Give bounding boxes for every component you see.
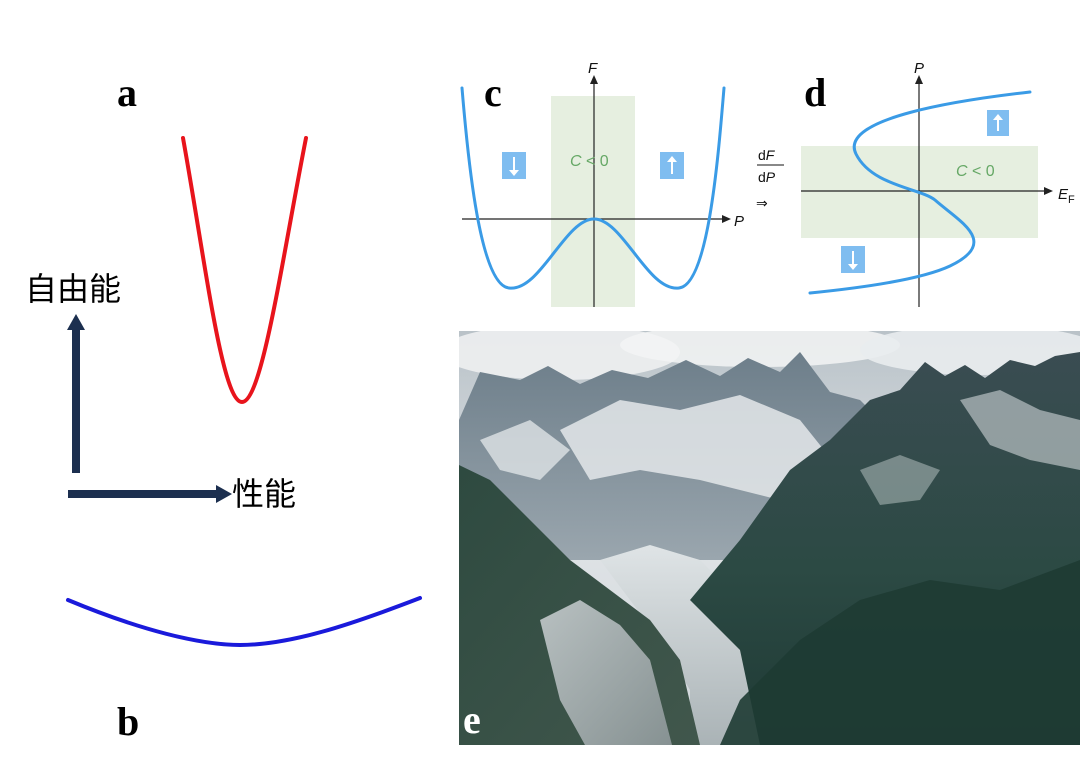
c-up-arrow-box <box>660 152 684 179</box>
implies-arrow-icon: ⇒ <box>756 195 768 211</box>
panel-label-c: c <box>484 70 502 115</box>
panel-label-e: e <box>463 697 481 742</box>
y-axis-label-free-energy: 自由能 <box>25 270 121 308</box>
c-y-arrowhead-icon <box>590 75 598 84</box>
s-shaped-polarization-curve <box>808 90 1032 295</box>
c-y-axis-label: F <box>588 60 598 77</box>
c-region-label: C < 0 <box>570 153 609 170</box>
d-x-axis-label: EF <box>1058 186 1075 206</box>
panel-label-a: a <box>117 70 137 115</box>
d-region-label: C < 0 <box>956 163 995 180</box>
panel-label-d: d <box>804 70 826 115</box>
d-x-arrowhead-icon <box>1044 187 1053 195</box>
up-arrowhead-icon <box>667 156 677 162</box>
derivative-numerator: dF <box>758 147 776 163</box>
down-arrowhead-icon <box>509 170 519 176</box>
double-well-free-energy-curve <box>460 86 726 290</box>
right-arrowhead-icon <box>216 485 232 503</box>
flat-free-energy-curve <box>66 596 422 648</box>
steep-free-energy-curve <box>181 136 308 405</box>
derivative-transform: dF dP ⇒ <box>756 147 784 211</box>
d-y-arrowhead-icon <box>915 75 923 84</box>
panel-label-b: b <box>117 699 139 744</box>
negative-capacitance-region <box>551 96 635 307</box>
derivative-denominator: dP <box>758 169 776 185</box>
mountain-photo <box>459 331 1080 745</box>
down-arrowhead-icon <box>848 264 858 270</box>
d-up-arrow-box <box>987 110 1009 136</box>
c-x-arrowhead-icon <box>722 215 731 223</box>
c-down-arrow-box <box>502 152 526 179</box>
d-down-arrow-box <box>841 246 865 273</box>
up-arrowhead-icon <box>67 314 85 330</box>
axes-arrows <box>67 314 232 503</box>
up-arrowhead-icon <box>993 114 1003 120</box>
x-axis-label-property: 性能 <box>232 475 296 513</box>
c-x-axis-label: P <box>734 213 744 230</box>
d-y-axis-label: P <box>914 60 924 77</box>
